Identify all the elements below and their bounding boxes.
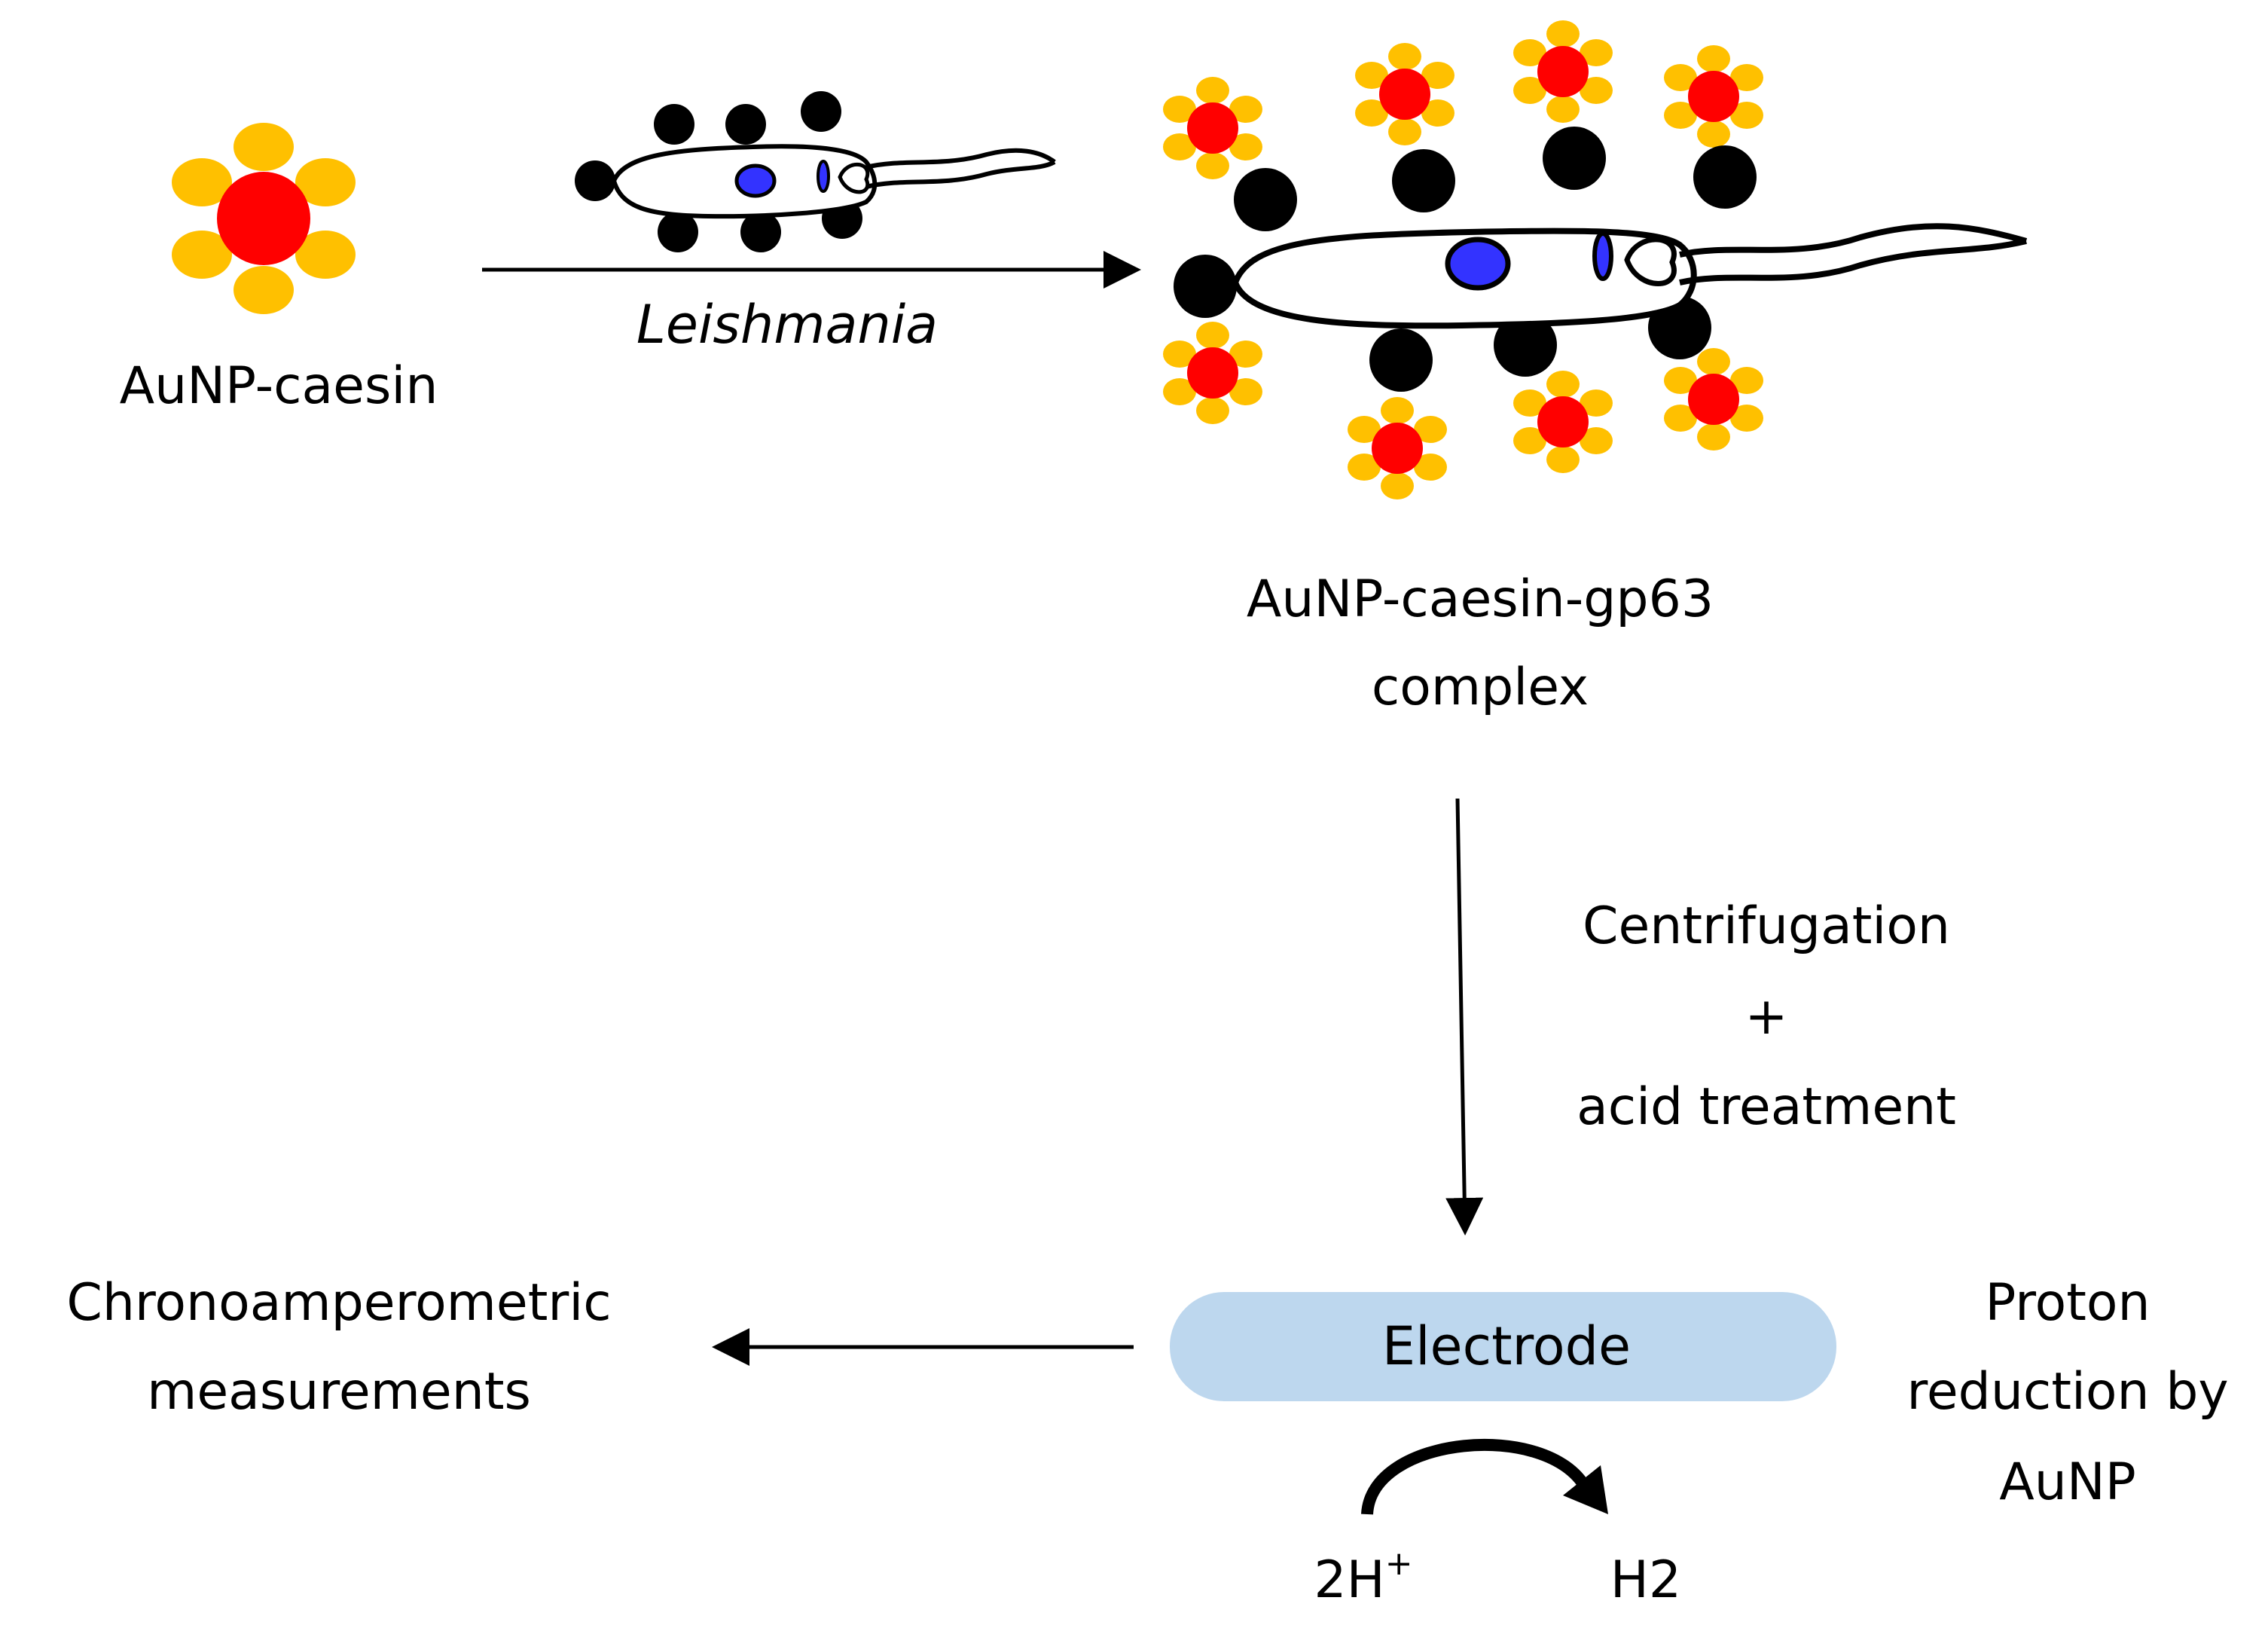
leishmania-large-icon (1232, 223, 2028, 329)
aunp-caesin-label: AuNP-caesin (120, 356, 438, 416)
step-label-line2: + (1745, 987, 1788, 1046)
proton-label-line1: Proton (1985, 1273, 2150, 1333)
step-label-line3: acid treatment (1577, 1077, 1956, 1137)
aunp-caesin-icon (172, 123, 356, 314)
curved-reaction-arrow-icon (1361, 1439, 1608, 1515)
leishmania-label: Leishmania (636, 294, 938, 356)
measure-label-line2: measurements (147, 1362, 531, 1422)
measure-label-line1: Chronoamperometric (66, 1273, 611, 1333)
reactant-charge: + (1385, 1544, 1413, 1583)
electrode-shape (1170, 1292, 1836, 1401)
reactant-label: 2H+ (1314, 1544, 1412, 1610)
proton-label-line3: AuNP (1999, 1452, 2136, 1512)
electrode-label: Electrode (1382, 1315, 1631, 1377)
proton-label-line2: reduction by (1906, 1362, 2228, 1422)
leishmania-parasite-icon (575, 91, 1056, 252)
complex-label-line2: complex (1372, 658, 1589, 717)
processing-arrow (1445, 798, 1484, 1236)
step-label-line1: Centrifugation (1583, 896, 1950, 956)
product-label: H2 (1610, 1550, 1681, 1610)
complex-label-line1: AuNP-caesin-gp63 (1247, 570, 1714, 629)
